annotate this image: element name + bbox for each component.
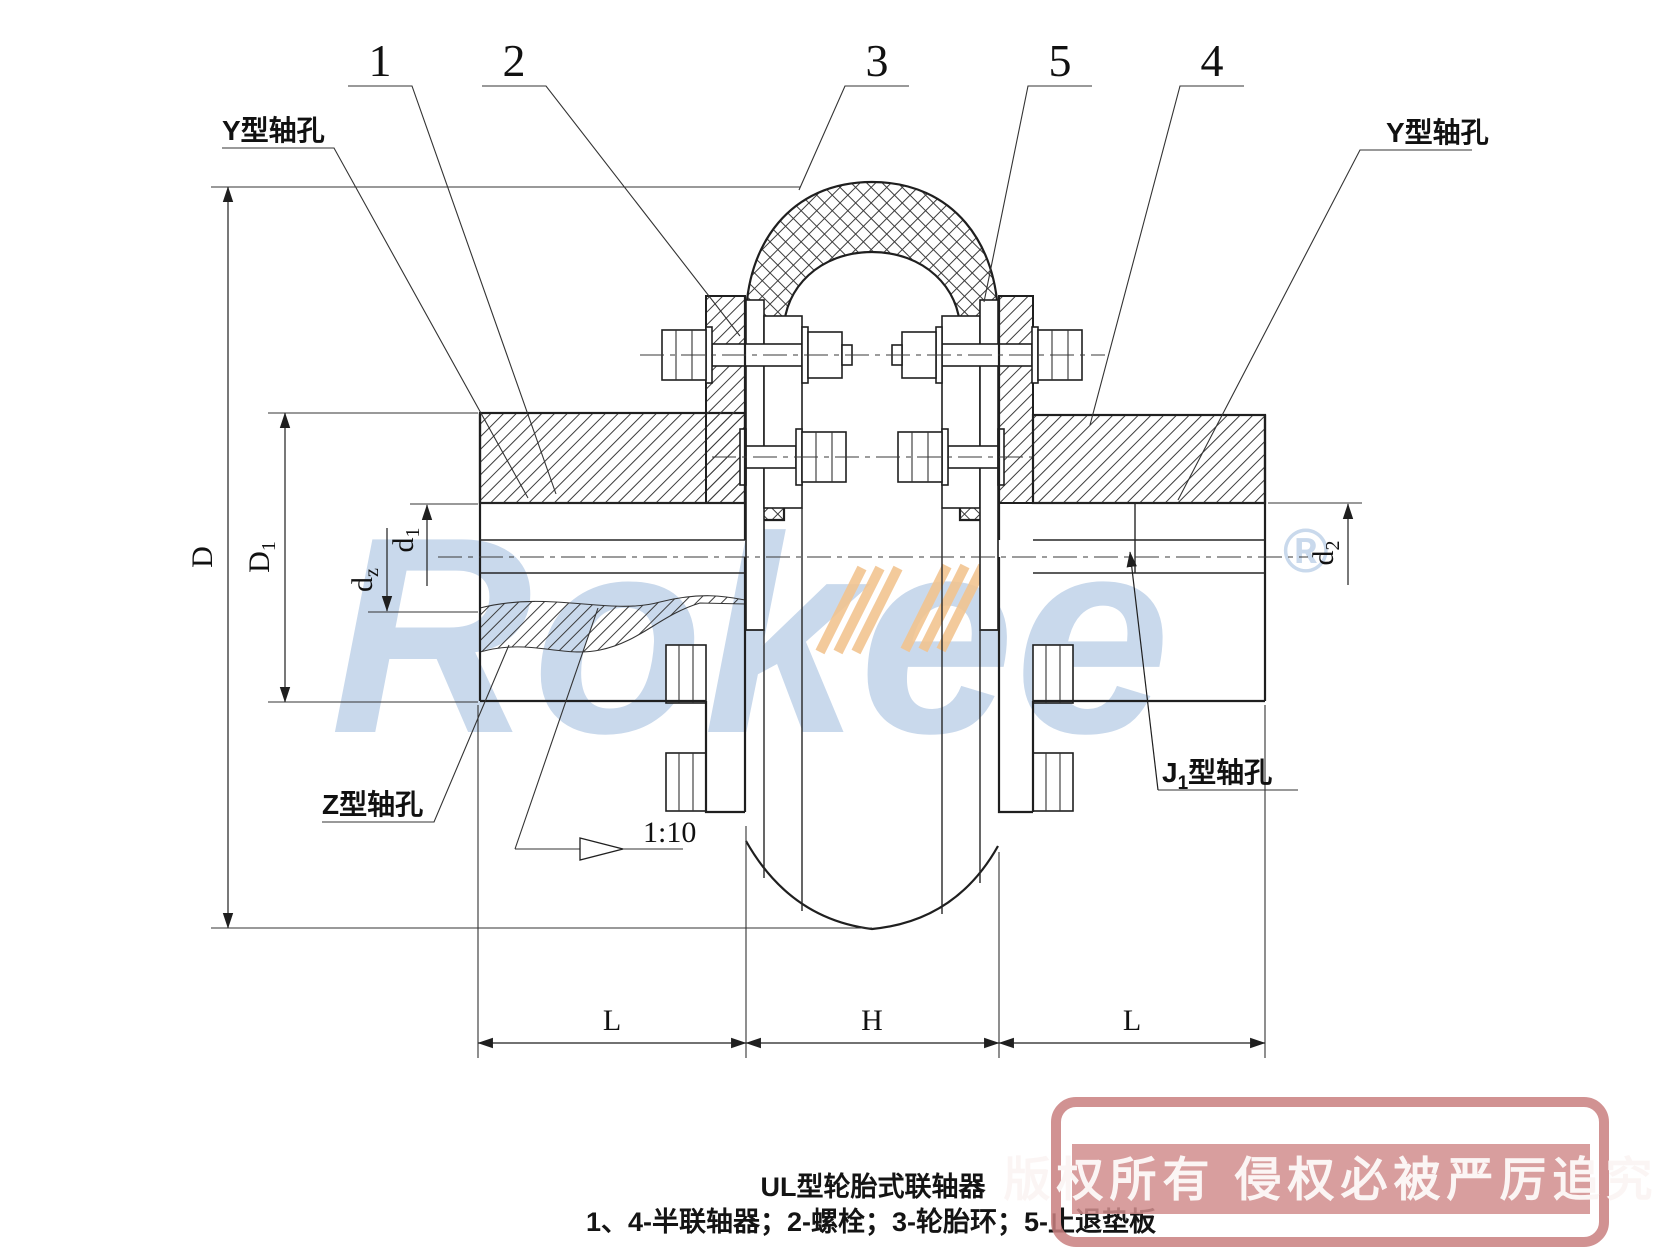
dim-L-left: L xyxy=(603,1004,621,1037)
bolt-lower-right xyxy=(897,428,1005,486)
dim-L-right: L xyxy=(1123,1004,1141,1037)
registered-mark-icon: ® xyxy=(1282,517,1328,586)
dim-D: D xyxy=(186,546,219,568)
dim-D1: D1 xyxy=(243,541,280,573)
dim-d2: d2 xyxy=(1307,541,1344,566)
taper-symbol xyxy=(514,607,683,861)
label-bore-y-right: Y型轴孔 xyxy=(1386,117,1489,148)
part-number-4: 4 xyxy=(1201,35,1224,86)
bolt-upper-right xyxy=(891,326,1083,384)
right-hub-section xyxy=(998,295,1267,505)
label-bore-j1: J1型轴孔 xyxy=(1162,757,1272,794)
label-taper-ratio: 1:10 xyxy=(643,816,696,849)
copyright-stamp: 版权所有 侵权必被严厉追究 xyxy=(1003,1097,1658,1247)
exterior-bolt-heads xyxy=(665,644,1074,812)
part-number-row: 1 2 3 5 4 xyxy=(369,35,1224,86)
j1-leader-arrow xyxy=(1126,551,1159,791)
bottom-exterior-view xyxy=(745,508,999,931)
center-lines xyxy=(438,354,1308,558)
part-number-3: 3 xyxy=(866,35,889,86)
dim-H: H xyxy=(861,1004,883,1037)
dim-dz: dz xyxy=(346,568,383,592)
dimension-lines xyxy=(222,186,1354,1049)
copyright-stamp-text: 版权所有 侵权必被严厉追究 xyxy=(1003,1153,1658,1206)
caption-legend: 1、4-半联轴器；2-螺栓；3-轮胎环；5-止退垫板 xyxy=(586,1207,1156,1237)
orange-watermark-strokes xyxy=(815,563,988,655)
right-hub-outline xyxy=(997,296,1267,814)
part-number-5: 5 xyxy=(1049,35,1072,86)
label-bore-y-left: Y型轴孔 xyxy=(222,115,325,146)
extension-lines xyxy=(211,186,1362,1058)
caption-title: UL型轮胎式联轴器 xyxy=(761,1172,987,1202)
label-bore-z: Z型轴孔 xyxy=(322,789,423,820)
left-hub-outline xyxy=(478,296,747,814)
part-number-1: 1 xyxy=(369,35,392,86)
dim-d1: d1 xyxy=(387,528,424,553)
leader-lines xyxy=(222,85,1472,823)
part-number-2: 2 xyxy=(503,35,526,86)
